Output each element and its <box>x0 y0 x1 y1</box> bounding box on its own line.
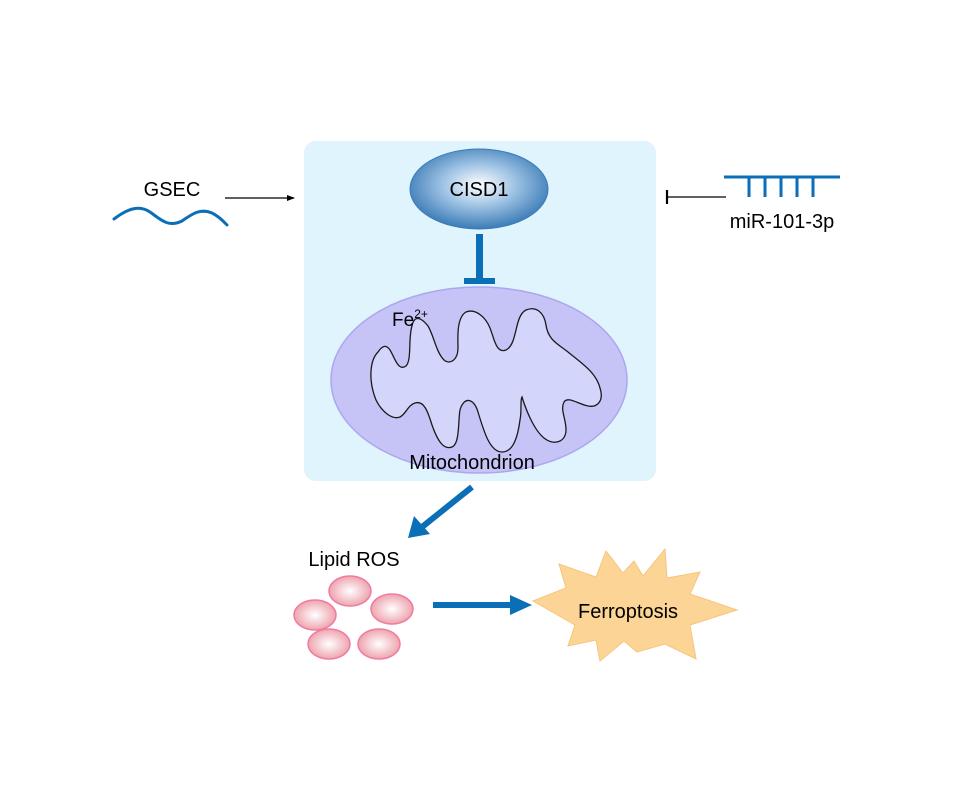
ferroptosis-node: Ferroptosis <box>531 547 739 662</box>
mitochondrion-label: Mitochondrion <box>409 452 535 474</box>
ros-particles <box>293 575 414 660</box>
mito-to-ros-arrow <box>408 484 474 538</box>
fe-symbol: Fe <box>392 310 414 331</box>
mitochondrion-node: Fe2+ Mitochondrion <box>330 286 628 474</box>
ros-to-ferroptosis-arrow <box>433 595 532 615</box>
ferroptosis-starburst <box>531 547 739 662</box>
mitochondrion-cristae <box>370 308 602 453</box>
lncrna-wave-icon <box>112 206 229 227</box>
mirna-node: miR-101-3p <box>724 175 840 233</box>
ros-particle <box>370 593 414 625</box>
ros-particle <box>357 628 401 660</box>
cisd1-label: CISD1 <box>450 179 509 201</box>
gsec-label: GSEC <box>144 179 201 201</box>
ros-particle <box>307 628 351 660</box>
fe-ion-label: Fe2+ <box>392 307 428 331</box>
mirna-comb-icon <box>724 175 840 197</box>
ros-particle <box>328 575 372 607</box>
mirna-inhibition-line <box>665 190 726 204</box>
fe-charge: 2+ <box>414 307 428 321</box>
lipid-ros-label: Lipid ROS <box>308 549 399 571</box>
cisd1-inhibition-bar <box>464 234 495 284</box>
cisd1-ellipse <box>409 148 549 230</box>
ferroptosis-label: Ferroptosis <box>578 601 678 623</box>
gsec-node: GSEC <box>112 179 229 227</box>
lipid-ros-node: Lipid ROS <box>293 549 414 660</box>
cisd1-node: CISD1 <box>409 148 549 230</box>
mirna-label: miR-101-3p <box>730 211 834 233</box>
ros-particle <box>293 599 337 631</box>
